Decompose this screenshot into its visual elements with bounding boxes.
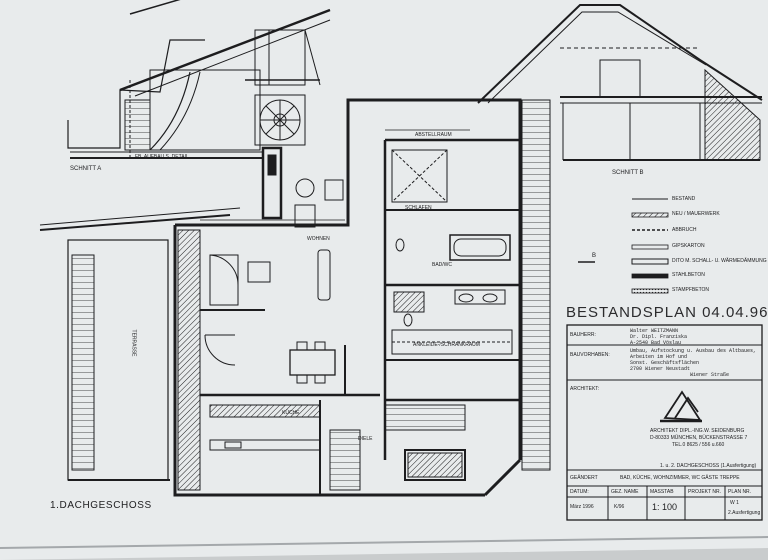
datum-value: März 1996 bbox=[570, 504, 594, 510]
datum-label: DATUM: bbox=[570, 489, 589, 495]
architect-logo bbox=[660, 390, 702, 423]
architekt-label: ARCHITEKT: bbox=[570, 386, 600, 392]
bauherr-line-3: A-2540 Bad Vöslau bbox=[630, 340, 682, 346]
massstab-value: 1: 100 bbox=[652, 502, 678, 512]
bauvorhaben-line-3: Sonst. Geschäftsflächen bbox=[630, 360, 700, 366]
room-label-ankleide: ANKLEIDE-/SCHRANKRAUM bbox=[413, 342, 480, 348]
massstab-label: MASSTAB bbox=[650, 489, 674, 495]
architekt-line-3: TEL.0 8625 / 556 u.660 bbox=[672, 442, 725, 448]
projekt-label: PROJEKT NR. bbox=[688, 489, 721, 495]
room-label-terrasse: TERRASSE bbox=[130, 329, 137, 357]
bauherr-line-2: Dr. Dipl. Franziska bbox=[630, 334, 688, 340]
info-box-frame bbox=[566, 324, 763, 521]
geaendert-value: BAD, KÜCHE, WOHNZIMMER, WC GÄSTE TREPPE bbox=[620, 475, 740, 481]
room-label-wohnen: WOHNEN bbox=[307, 236, 330, 242]
bauvorhaben-line-2: Arbeiten im Hof und bbox=[630, 354, 688, 360]
room-label-schlafen: SCHLAFEN bbox=[405, 205, 432, 211]
legend-samples bbox=[578, 198, 669, 294]
bauvorhaben-line-5: Wiener Straße bbox=[690, 372, 730, 378]
bauvorhaben-line-1: Umbau, Aufstockung u. Ausbau des Altbaue… bbox=[630, 348, 757, 354]
room-label-abstellraum: ABSTELLRAUM bbox=[415, 132, 452, 138]
ausfertigung-note: 2.Ausfertigung bbox=[728, 510, 761, 516]
section-b-drawing bbox=[477, 4, 763, 161]
room-label-kueche: KÜCHE bbox=[282, 410, 300, 416]
section-note: FB. AUFBAU S. DETAIL bbox=[135, 154, 189, 160]
bauvorhaben-line-4: 2700 Wiener Neustadt bbox=[630, 366, 691, 372]
architekt-line-2: D-80333 MÜNCHEN, BÜCKENSTRASSE 7 bbox=[650, 435, 748, 441]
legend-item-bestand: BESTAND bbox=[672, 196, 696, 202]
legend-item-daemmung: DITO M. SCHALL- U. WÄRMEDÄMMUNG bbox=[672, 258, 767, 264]
floor-plan bbox=[39, 94, 551, 497]
section-a-label: SCHNITT A bbox=[70, 166, 102, 172]
section-a-drawing bbox=[67, 0, 331, 160]
legend-item-abbruch: ABBRUCH bbox=[672, 227, 697, 233]
plan-note: 1. u. 2. DACHGESCHOSS (1.Ausfertigung) bbox=[660, 463, 757, 469]
floor-label: 1.DACHGESCHOSS bbox=[50, 500, 152, 511]
plan-title: BESTANDSPLAN 04.04.96 bbox=[566, 304, 768, 321]
legend-item-gipskarton: GIPSKARTON bbox=[672, 243, 705, 249]
legend-item-neu: NEU / MAUERWERK bbox=[672, 211, 720, 217]
section-b-label: SCHNITT B bbox=[612, 170, 644, 176]
legend-item-stahlbeton: STAHLBETON bbox=[672, 272, 705, 278]
bauherr-value: Walter WEITZMANN bbox=[630, 328, 679, 334]
plannr-value: W 1 bbox=[730, 500, 739, 506]
gez-value: K/96 bbox=[614, 504, 625, 510]
plannr-label: PLAN NR. bbox=[728, 489, 752, 495]
architekt-line-1: ARCHITEKT DIPL.-ING.W. SEIDENBURG bbox=[650, 428, 745, 434]
geaendert-label: GEÄNDERT bbox=[570, 475, 598, 481]
room-label-diele: DIELE bbox=[358, 436, 373, 442]
bauvorhaben-label: BAUVORHABEN: bbox=[570, 352, 610, 358]
room-label-bad: BAD/WC bbox=[432, 262, 452, 268]
gez-label: GEZ. NAME bbox=[611, 489, 639, 495]
section-marker: B bbox=[592, 253, 597, 259]
legend-item-stampfbeton: STAMPFBETON bbox=[672, 287, 710, 293]
bauherr-label: BAUHERR: bbox=[570, 332, 596, 338]
